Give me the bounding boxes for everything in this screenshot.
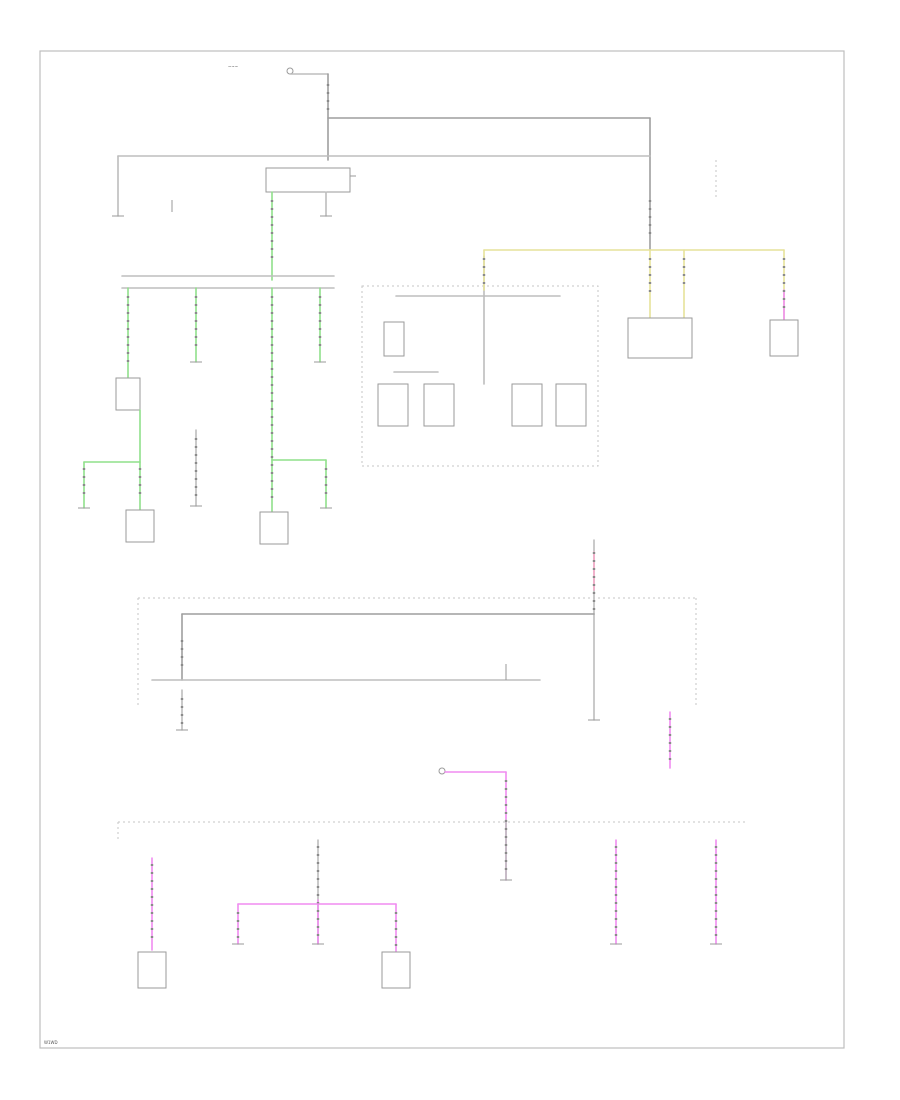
component-3 xyxy=(259,511,289,545)
top-section: ~~~ xyxy=(78,64,799,545)
fuse-relay-box xyxy=(627,317,693,359)
bottom-section xyxy=(117,767,748,989)
component-1b xyxy=(125,509,155,543)
relay-box-frame xyxy=(361,285,599,467)
diagram-border xyxy=(39,50,845,1049)
bottom-source-connector-icon xyxy=(438,767,446,775)
component-far-right xyxy=(769,319,799,357)
relay-4 xyxy=(511,383,543,427)
source-connector-icon xyxy=(286,67,294,75)
relay-2 xyxy=(423,383,455,427)
bottom-component-1 xyxy=(137,951,167,989)
relay-coil xyxy=(383,321,405,357)
figure-id: W1WD xyxy=(44,1040,58,1045)
bottom-component-3 xyxy=(381,951,411,989)
middle-section xyxy=(137,539,697,769)
ignition-switch-box xyxy=(265,167,351,193)
relay-5 xyxy=(555,383,587,427)
component-1 xyxy=(115,377,141,411)
relay-1 xyxy=(377,383,409,427)
label-source-top: ~~~ xyxy=(228,64,238,69)
